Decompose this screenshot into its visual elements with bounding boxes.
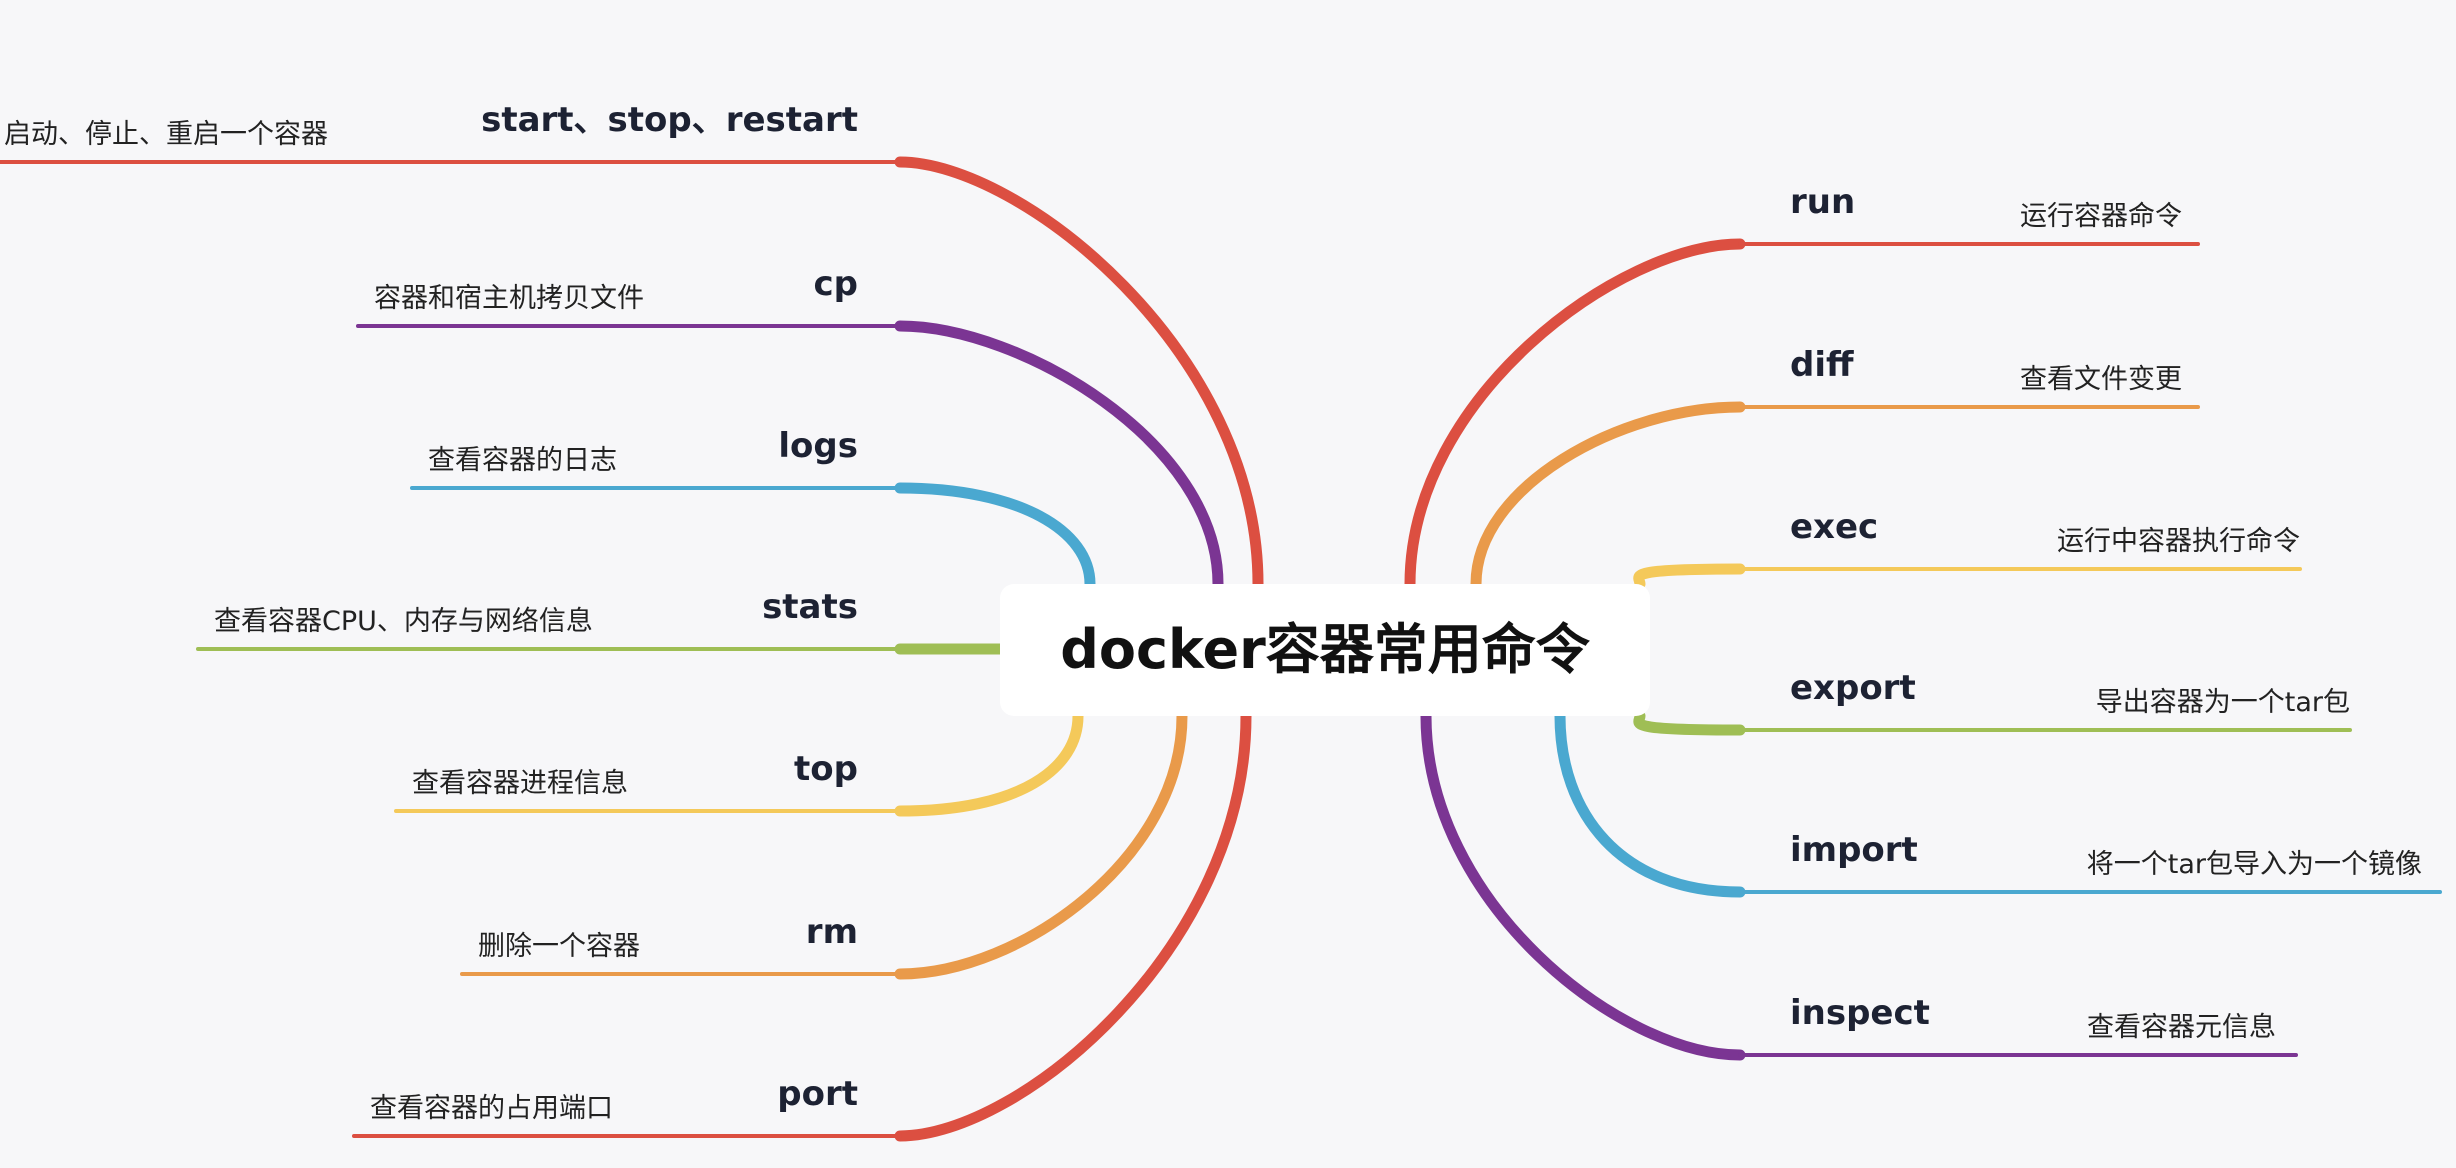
description-label-logs: 查看容器的日志 (428, 445, 617, 476)
description-label-top: 查看容器进程信息 (412, 768, 628, 799)
description-label-diff: 查看文件变更 (2020, 364, 2182, 395)
branch-curve-port (894, 710, 1252, 1142)
command-label-export: export (1790, 668, 1916, 708)
description-label-port: 查看容器的占用端口 (370, 1093, 613, 1124)
branch-curve-top (894, 710, 1084, 817)
branch-curve-exec (1633, 563, 1746, 590)
command-label-top: top (794, 749, 858, 789)
command-label-start-stop-restart: start、stop、restart (481, 100, 858, 140)
center-node[interactable]: docker容器常用命令 (1000, 584, 1650, 716)
description-label-export: 导出容器为一个tar包 (2096, 687, 2350, 718)
description-label-cp: 容器和宿主机拷贝文件 (374, 283, 644, 314)
branch-curve-diff (1470, 401, 1746, 590)
branch-curve-import (1554, 710, 1746, 898)
center-title: docker容器常用命令 (1060, 618, 1590, 681)
command-label-exec: exec (1790, 507, 1878, 547)
description-label-start-stop-restart: 启动、停止、重启一个容器 (4, 119, 328, 150)
branch-curve-logs (894, 482, 1096, 590)
description-label-rm: 删除一个容器 (478, 931, 640, 962)
command-label-cp: cp (814, 264, 859, 304)
command-label-rm: rm (806, 912, 858, 952)
center-node-box (1000, 584, 1650, 716)
branch-curve-cp (894, 320, 1224, 590)
branch-curve-run (1404, 238, 1746, 590)
command-label-port: port (777, 1074, 858, 1114)
command-label-run: run (1790, 182, 1855, 222)
command-label-stats: stats (762, 587, 858, 627)
description-label-exec: 运行中容器执行命令 (2057, 526, 2300, 557)
description-label-inspect: 查看容器元信息 (2087, 1012, 2276, 1043)
command-label-diff: diff (1790, 345, 1854, 385)
branch-lines (0, 156, 2442, 1142)
branch-curve-export (1633, 710, 1746, 736)
command-label-inspect: inspect (1790, 993, 1930, 1033)
command-label-import: import (1790, 830, 1918, 870)
command-label-logs: logs (778, 426, 858, 466)
description-label-stats: 查看容器CPU、内存与网络信息 (214, 606, 593, 637)
description-label-run: 运行容器命令 (2020, 201, 2182, 232)
branch-labels: start、stop、restart 启动、停止、重启一个容器 cp 容器和宿主机拷贝… (4, 100, 2422, 1124)
description-label-import: 将一个tar包导入为一个镜像 (2087, 849, 2422, 880)
branch-curve-inspect (1420, 710, 1746, 1061)
branch-curve-rm (894, 710, 1188, 980)
branch-curve-start-stop-restart (894, 156, 1264, 590)
